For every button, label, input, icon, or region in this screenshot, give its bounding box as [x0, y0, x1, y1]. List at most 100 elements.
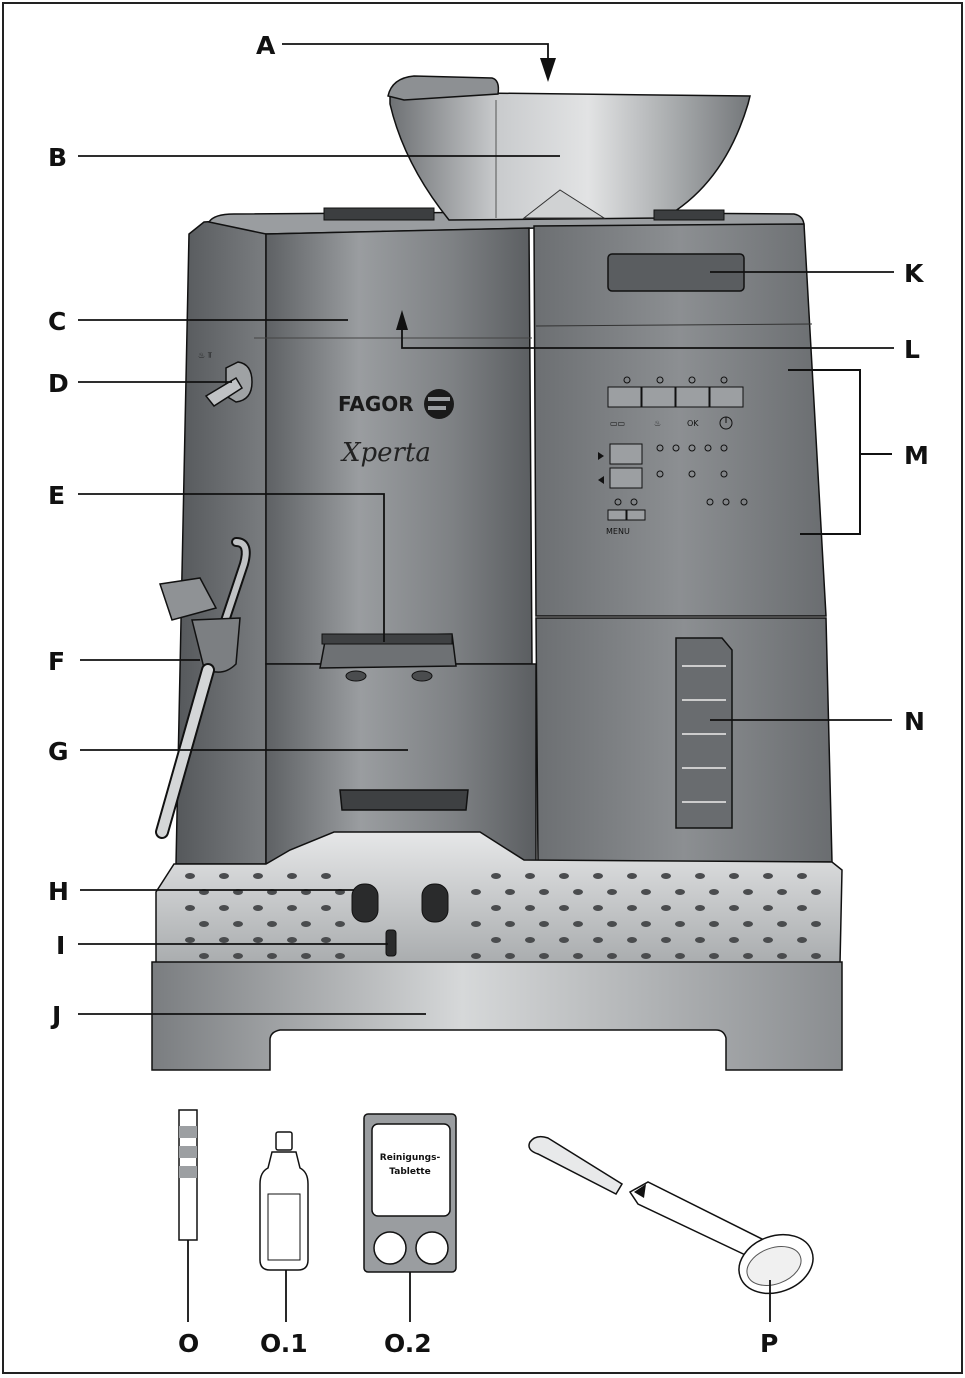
drip-hole	[743, 889, 753, 895]
drip-hole	[675, 921, 685, 927]
right-arrow-icon	[598, 452, 604, 460]
rinse-button[interactable]	[626, 509, 646, 521]
label-f: F	[48, 647, 65, 676]
drip-hole	[709, 953, 719, 959]
drip-hole	[219, 873, 229, 879]
drip-hole	[505, 921, 515, 927]
arrow-l	[396, 310, 408, 330]
bean-icon: ♨	[654, 419, 661, 428]
drip-hole	[233, 921, 243, 927]
drip-hole	[525, 905, 535, 911]
drip-hole	[301, 921, 311, 927]
drip-hole	[661, 873, 671, 879]
power-button[interactable]	[709, 386, 744, 408]
label-m: M	[904, 441, 929, 470]
drip-hole	[287, 873, 297, 879]
steam-wand	[155, 537, 251, 839]
ok-label: OK	[687, 419, 699, 428]
label-k: K	[904, 259, 925, 288]
drip-hole	[729, 905, 739, 911]
brand-logo-text: FAGOR	[338, 392, 414, 416]
drip-hole	[539, 889, 549, 895]
drip-hole	[661, 905, 671, 911]
hopper-lid-handle	[387, 75, 500, 101]
down-arrow-button[interactable]	[609, 467, 643, 489]
control-panel: ▭▭ ♨ OK MENU	[598, 376, 748, 536]
drip-hole	[267, 953, 277, 959]
coffee-machine-diagram: FAGOR Xperta ♨ ⫪ ▭▭ ♨ OK	[48, 31, 929, 1358]
label-o: O	[178, 1329, 199, 1358]
drip-hole	[763, 905, 773, 911]
label-o2: O.2	[384, 1329, 432, 1358]
tablet-pack-text-line2: Tablette	[389, 1167, 430, 1177]
water-level-window	[675, 637, 733, 829]
drip-hole	[593, 873, 603, 879]
drip-hole	[695, 937, 705, 943]
cleaning-tablet-pack: Reinigungs- Tablette	[363, 1113, 457, 1273]
cup-area-recess	[339, 789, 469, 811]
drip-hole	[729, 937, 739, 943]
brand-logo-icon	[424, 389, 454, 419]
drip-hole	[573, 889, 583, 895]
label-b: B	[48, 143, 67, 172]
drip-hole	[729, 873, 739, 879]
drip-hole	[743, 921, 753, 927]
drip-hole	[505, 953, 515, 959]
label-g: G	[48, 737, 69, 766]
drip-hole	[743, 953, 753, 959]
menu-label: MENU	[606, 527, 630, 536]
drip-hole	[811, 921, 821, 927]
drip-hole	[491, 937, 501, 943]
drip-hole	[525, 937, 535, 943]
label-n: N	[904, 707, 925, 736]
drip-hole	[267, 921, 277, 927]
drip-hole	[675, 889, 685, 895]
drip-hole	[471, 889, 481, 895]
drip-hole	[593, 905, 603, 911]
drip-hole	[471, 953, 481, 959]
coffee-dispenser	[319, 633, 457, 682]
left-side-panel	[175, 217, 267, 865]
drip-hole	[797, 905, 807, 911]
drip-hole	[505, 889, 515, 895]
callout-labels: A B C D E F G H I J K L M N O O.1 O.2 P	[48, 31, 929, 1358]
up-arrow-button[interactable]	[609, 443, 643, 465]
drip-hole	[811, 889, 821, 895]
drip-hole	[607, 953, 617, 959]
drip-hole	[709, 889, 719, 895]
drip-hole	[763, 937, 773, 943]
drip-hole	[219, 905, 229, 911]
ok-button[interactable]	[675, 386, 710, 408]
drip-tray-grid	[155, 831, 843, 965]
drip-hole	[777, 921, 787, 927]
drip-hole	[559, 937, 569, 943]
drip-hole	[185, 937, 195, 943]
drip-hole	[627, 937, 637, 943]
drip-hole	[321, 905, 331, 911]
drip-hole	[335, 921, 345, 927]
drip-hole	[491, 873, 501, 879]
label-p: P	[760, 1329, 778, 1358]
drip-hole	[777, 953, 787, 959]
drip-tray-holes	[185, 873, 821, 959]
cup-size-button[interactable]	[607, 386, 642, 408]
drip-hole	[607, 921, 617, 927]
measuring-spoon	[528, 1135, 814, 1295]
drip-hole	[471, 921, 481, 927]
drip-hole	[525, 873, 535, 879]
drip-hole	[301, 953, 311, 959]
drip-hole	[491, 905, 501, 911]
m-bracket	[788, 369, 892, 535]
menu-button[interactable]	[607, 509, 627, 521]
drip-hole	[539, 953, 549, 959]
model-name: Xperta	[340, 438, 431, 468]
label-o1: O.1	[260, 1329, 308, 1358]
drip-hole	[253, 873, 263, 879]
drip-hole	[321, 873, 331, 879]
label-i: I	[56, 931, 65, 960]
drip-hole	[185, 905, 195, 911]
steam-knob	[204, 361, 253, 407]
drip-hole	[763, 873, 773, 879]
aroma-button[interactable]	[641, 386, 676, 408]
